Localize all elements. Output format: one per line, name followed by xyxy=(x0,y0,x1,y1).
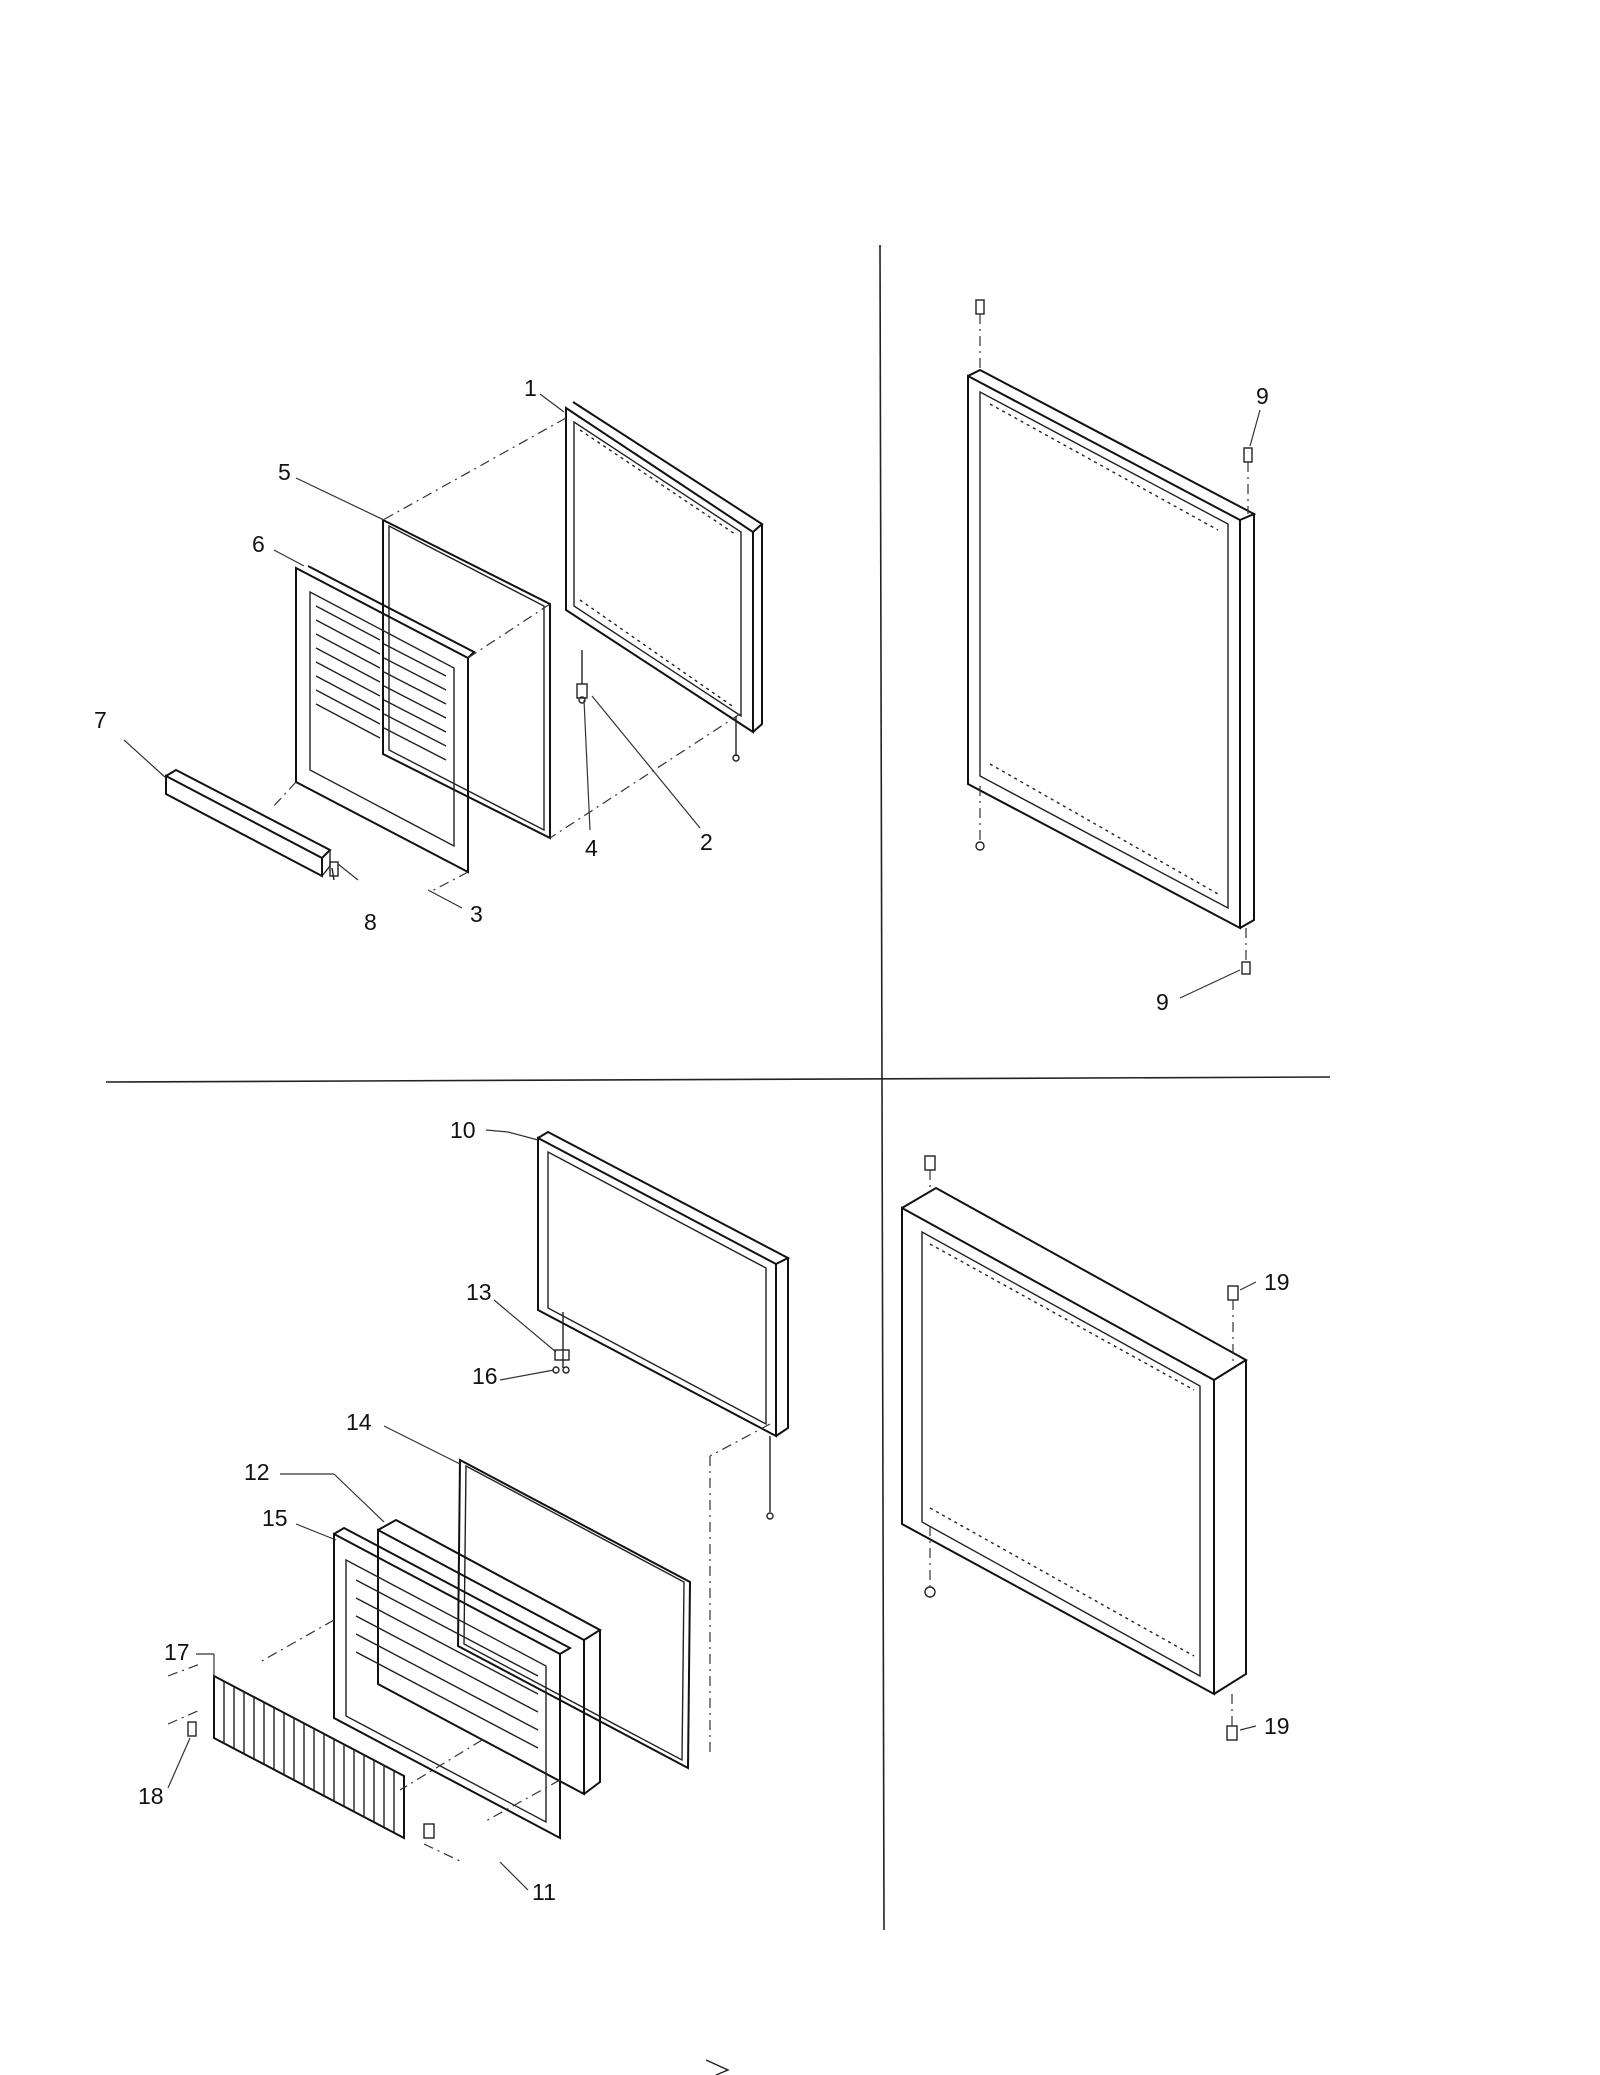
frame-screws xyxy=(975,299,1253,975)
freezer-gasket xyxy=(456,1458,692,1770)
callout-14: 14 xyxy=(346,1409,372,1435)
callout-3: 3 xyxy=(470,901,483,927)
kick-plate-grille xyxy=(167,1663,463,1863)
callout-16: 16 xyxy=(472,1363,498,1389)
callout-12: 12 xyxy=(244,1459,270,1485)
page-arrow-mark xyxy=(705,2059,730,2075)
callout-4: 4 xyxy=(585,835,598,861)
callout-18: 18 xyxy=(138,1783,164,1809)
hinge-hardware xyxy=(329,650,740,881)
callout-9-bottom: 9 xyxy=(1156,989,1169,1015)
callout-9-top: 9 xyxy=(1256,383,1269,409)
freezer-door-assembly xyxy=(167,1129,791,1891)
callout-8: 8 xyxy=(364,909,377,935)
callout-5: 5 xyxy=(278,459,291,485)
door-inner-liner xyxy=(295,565,476,874)
callout-11: 11 xyxy=(532,1879,556,1905)
callout-19-top: 19 xyxy=(1264,1269,1290,1295)
callout-7: 7 xyxy=(94,707,107,733)
callout-6: 6 xyxy=(252,531,265,557)
freezer-outer-panel xyxy=(537,1130,791,1520)
callout-labels: 1 2 3 4 5 6 7 8 9 9 10 11 12 13 14 15 16… xyxy=(94,375,1290,1905)
callout-17: 17 xyxy=(164,1639,190,1665)
callout-1: 1 xyxy=(524,375,537,401)
freezer-liner-block xyxy=(377,1518,602,1796)
freezer-frame-screws xyxy=(924,1155,1239,1741)
freezer-callout-leaders xyxy=(167,1129,557,1891)
freezer-alignment-lines xyxy=(259,1423,771,1823)
fresh-food-door-assembly xyxy=(123,393,764,909)
door-outer-panel xyxy=(565,401,764,734)
freezer-door-frame xyxy=(901,1155,1257,1741)
door-gasket xyxy=(382,518,551,840)
callout-15: 15 xyxy=(262,1505,288,1531)
freezer-inner-liner xyxy=(333,1526,573,1840)
alignment-lines xyxy=(271,417,741,893)
callout-19-bottom: 19 xyxy=(1264,1713,1290,1739)
callout-10: 10 xyxy=(450,1117,476,1143)
fresh-food-door-frame xyxy=(967,299,1261,999)
callout-leaders xyxy=(123,393,701,909)
quadrant-dividers xyxy=(105,244,1331,1931)
callout-2: 2 xyxy=(700,829,713,855)
callout-13: 13 xyxy=(466,1279,492,1305)
